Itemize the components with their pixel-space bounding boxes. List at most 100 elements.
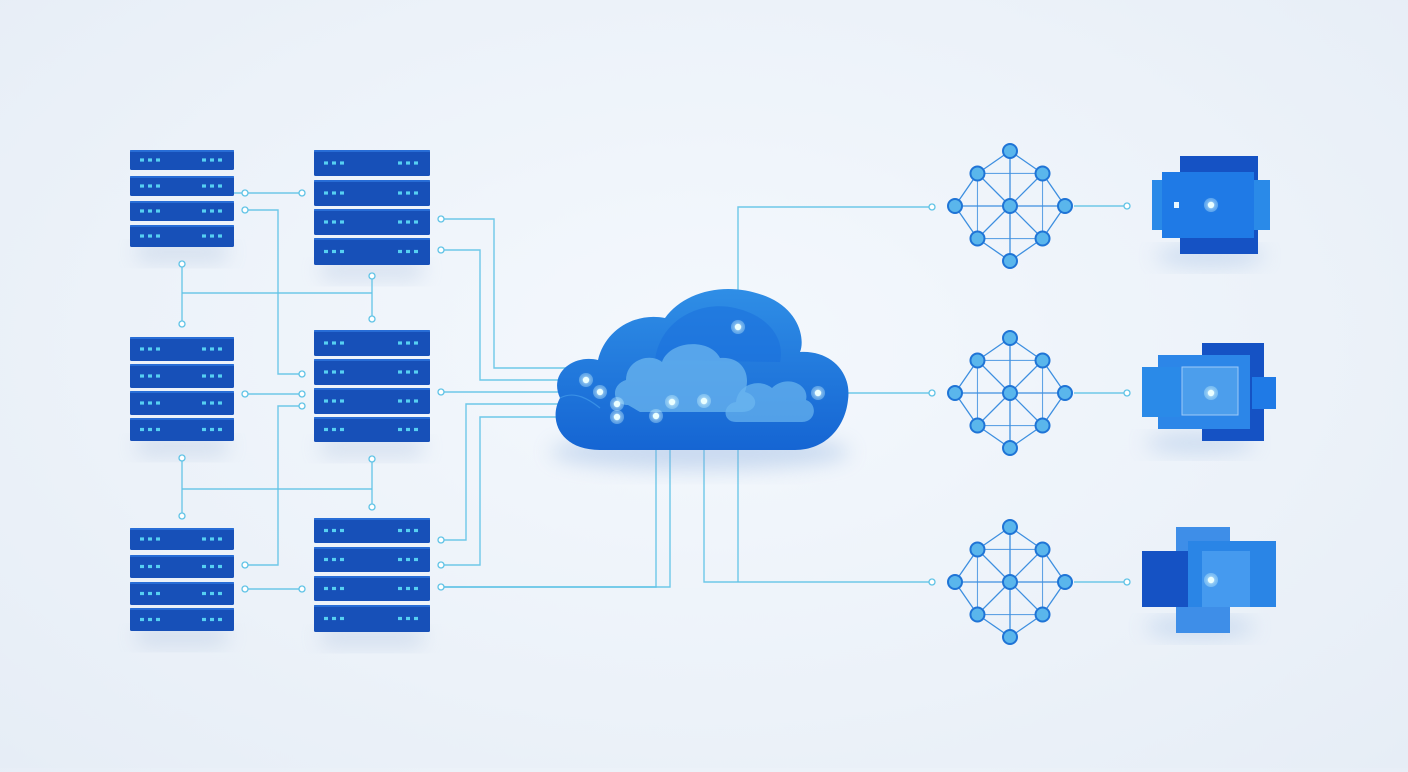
mesh-node xyxy=(1002,385,1018,401)
connection-port xyxy=(241,189,249,197)
connection-port xyxy=(928,578,936,586)
connection-port xyxy=(241,390,249,398)
connection-port xyxy=(178,454,186,462)
server-unit xyxy=(314,209,430,235)
connection-port xyxy=(928,203,936,211)
server-shadow xyxy=(320,438,424,456)
server-led xyxy=(324,616,328,621)
server-led xyxy=(340,427,344,432)
mesh-node xyxy=(1034,230,1051,247)
server-led xyxy=(398,341,402,345)
server-led xyxy=(340,528,344,533)
device-port xyxy=(1174,202,1179,208)
connection-port xyxy=(178,260,186,268)
server-led xyxy=(156,591,160,596)
server-led xyxy=(324,586,328,591)
server-led xyxy=(398,370,402,374)
server-led xyxy=(414,370,418,374)
cloud-icon xyxy=(555,288,849,450)
server-led xyxy=(148,374,152,378)
server-led xyxy=(324,370,328,374)
server-led xyxy=(406,557,410,562)
server-led xyxy=(332,586,336,591)
server-led xyxy=(210,564,214,569)
mesh-node xyxy=(1002,330,1018,346)
server-unit-highlight xyxy=(314,518,430,520)
server-led xyxy=(324,249,328,254)
server-rack-icon xyxy=(314,150,430,265)
server-led xyxy=(140,617,144,622)
server-led xyxy=(414,427,418,432)
server-led xyxy=(210,234,214,238)
connection-port xyxy=(368,455,376,463)
connection-port xyxy=(437,583,445,591)
server-led xyxy=(324,191,328,195)
server-unit-highlight xyxy=(130,364,234,366)
server-unit-highlight xyxy=(314,388,430,390)
server-unit-highlight xyxy=(130,225,234,227)
server-unit-highlight xyxy=(130,337,234,339)
server-led xyxy=(156,158,160,162)
server-led xyxy=(202,537,206,541)
server-rack-icon xyxy=(130,528,234,631)
server-unit-highlight xyxy=(314,238,430,240)
server-led xyxy=(202,347,206,351)
server-unit-highlight xyxy=(130,201,234,203)
server-unit xyxy=(314,576,430,601)
connection-line xyxy=(243,209,302,375)
server-led xyxy=(398,427,402,432)
server-unit xyxy=(314,238,430,265)
server-led xyxy=(202,209,206,213)
mesh-node xyxy=(1057,198,1073,214)
server-led xyxy=(218,617,222,622)
server-led xyxy=(398,161,402,165)
server-led xyxy=(340,557,344,562)
server-unit-highlight xyxy=(314,605,430,607)
mesh-networks xyxy=(947,143,1073,645)
server-led xyxy=(406,249,410,254)
server-led xyxy=(202,427,206,432)
server-led xyxy=(414,557,418,562)
server-led xyxy=(148,234,152,238)
server-led xyxy=(140,347,144,351)
server-led xyxy=(140,591,144,596)
server-led xyxy=(202,617,206,622)
server-led xyxy=(156,347,160,351)
connection-line xyxy=(441,403,600,541)
connection-line xyxy=(441,416,617,566)
server-led xyxy=(218,184,222,188)
server-unit-highlight xyxy=(130,150,234,152)
server-led xyxy=(332,528,336,533)
server-led xyxy=(324,220,328,224)
server-led xyxy=(210,401,214,405)
server-led xyxy=(140,209,144,213)
server-led xyxy=(202,374,206,378)
server-unit-highlight xyxy=(314,209,430,211)
server-led xyxy=(140,234,144,238)
server-led xyxy=(324,528,328,533)
server-led xyxy=(218,347,222,351)
glow-dot xyxy=(613,413,621,421)
mesh-node xyxy=(969,606,986,623)
server-led xyxy=(202,591,206,596)
server-led xyxy=(332,191,336,195)
server-led xyxy=(414,220,418,224)
server-led xyxy=(148,184,152,188)
server-unit-highlight xyxy=(130,528,234,530)
server-led xyxy=(406,616,410,621)
server-led xyxy=(324,399,328,403)
server-unit-highlight xyxy=(314,359,430,361)
server-led xyxy=(340,399,344,403)
server-led xyxy=(324,427,328,432)
server-unit xyxy=(130,150,234,170)
glow-dot xyxy=(1207,576,1215,584)
server-unit-highlight xyxy=(314,150,430,152)
mesh-node xyxy=(1002,143,1018,159)
connection-port xyxy=(178,320,186,328)
server-led xyxy=(148,564,152,569)
server-led xyxy=(218,564,222,569)
network-mesh-icon xyxy=(947,143,1073,269)
server-shadow xyxy=(136,437,228,455)
mesh-node xyxy=(1002,629,1018,645)
connection-port xyxy=(437,536,445,544)
